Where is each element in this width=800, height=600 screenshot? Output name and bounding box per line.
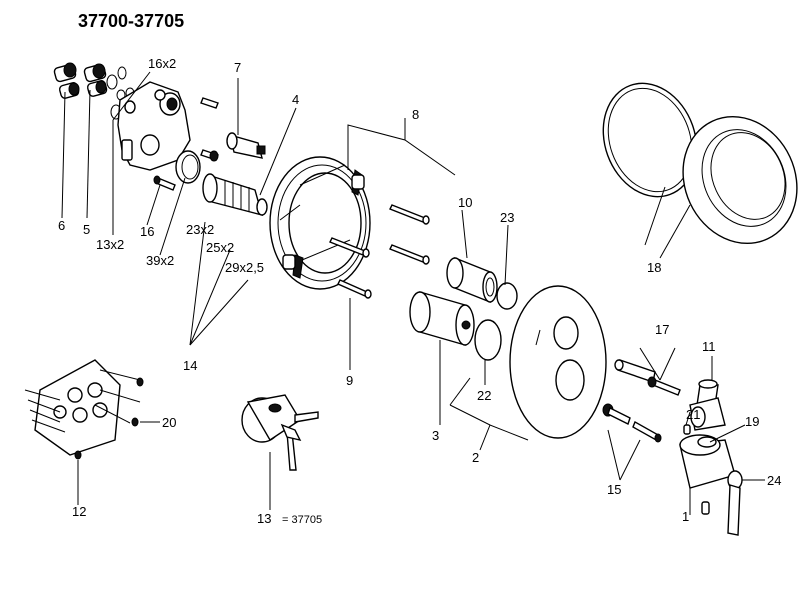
label-29x2-5: 29x2,5 (225, 260, 264, 275)
part-21-set-screw (683, 424, 691, 435)
label-13-note: = 37705 (282, 514, 322, 526)
part-3-extension (409, 291, 475, 346)
label-15: 15 (607, 482, 621, 497)
label-16x2: 16x2 (148, 56, 176, 71)
label-22: 22 (477, 388, 491, 403)
part-1-set-screw (701, 501, 710, 515)
label-17: 17 (655, 322, 669, 337)
label-8: 8 (412, 107, 419, 122)
part-labels: 16x2 7 4 8 6 5 13x2 16 39x2 23x2 25x2 29… (58, 56, 781, 526)
label-23x2: 23x2 (186, 222, 214, 237)
part-24-lever-handle (679, 434, 743, 536)
label-4: 4 (292, 92, 299, 107)
label-21: 21 (686, 407, 700, 422)
label-5: 5 (83, 222, 90, 237)
part-6-check-valves (53, 62, 80, 99)
part-5-valves (83, 63, 108, 97)
part-23-oring (496, 282, 518, 310)
label-19: 19 (745, 414, 759, 429)
part-16-screw (153, 175, 176, 191)
part-7-cartridge (226, 132, 266, 159)
leader-lines (61, 71, 765, 515)
part-9-screws (329, 204, 430, 299)
part-22-oring (474, 319, 502, 361)
model-number-title: 37700-37705 (78, 11, 184, 31)
label-16: 16 (140, 224, 154, 239)
part-13-cross-handle (241, 394, 319, 471)
part-39x2-ring (175, 150, 201, 184)
part-17-stem (614, 359, 681, 396)
label-24: 24 (767, 473, 781, 488)
label-25x2: 25x2 (206, 240, 234, 255)
label-6: 6 (58, 218, 65, 233)
part-2-cover-plate (509, 285, 607, 439)
part-8-mounting-plate (269, 156, 371, 290)
part-small-screws (200, 97, 219, 162)
label-12: 12 (72, 504, 86, 519)
label-3: 3 (432, 428, 439, 443)
part-15-cartridge-parts (602, 403, 662, 443)
part-11-handle (689, 379, 726, 431)
label-18: 18 (647, 260, 661, 275)
part-18-rough-ring (602, 82, 798, 245)
part-14-thermostatic-cartridge (202, 173, 268, 216)
label-14: 14 (183, 358, 197, 373)
part-10-sleeve (446, 256, 498, 304)
label-23: 23 (500, 210, 514, 225)
label-9: 9 (346, 373, 353, 388)
label-13: 13 (257, 511, 271, 526)
label-13x2: 13x2 (96, 237, 124, 252)
label-7: 7 (234, 60, 241, 75)
label-11: 11 (702, 339, 716, 354)
part-12-plaster-guard (24, 359, 144, 460)
label-39x2: 39x2 (146, 253, 174, 268)
label-20: 20 (162, 415, 176, 430)
part-valve-body (117, 81, 191, 171)
label-2: 2 (472, 450, 479, 465)
label-10: 10 (458, 195, 472, 210)
label-1: 1 (682, 509, 689, 524)
